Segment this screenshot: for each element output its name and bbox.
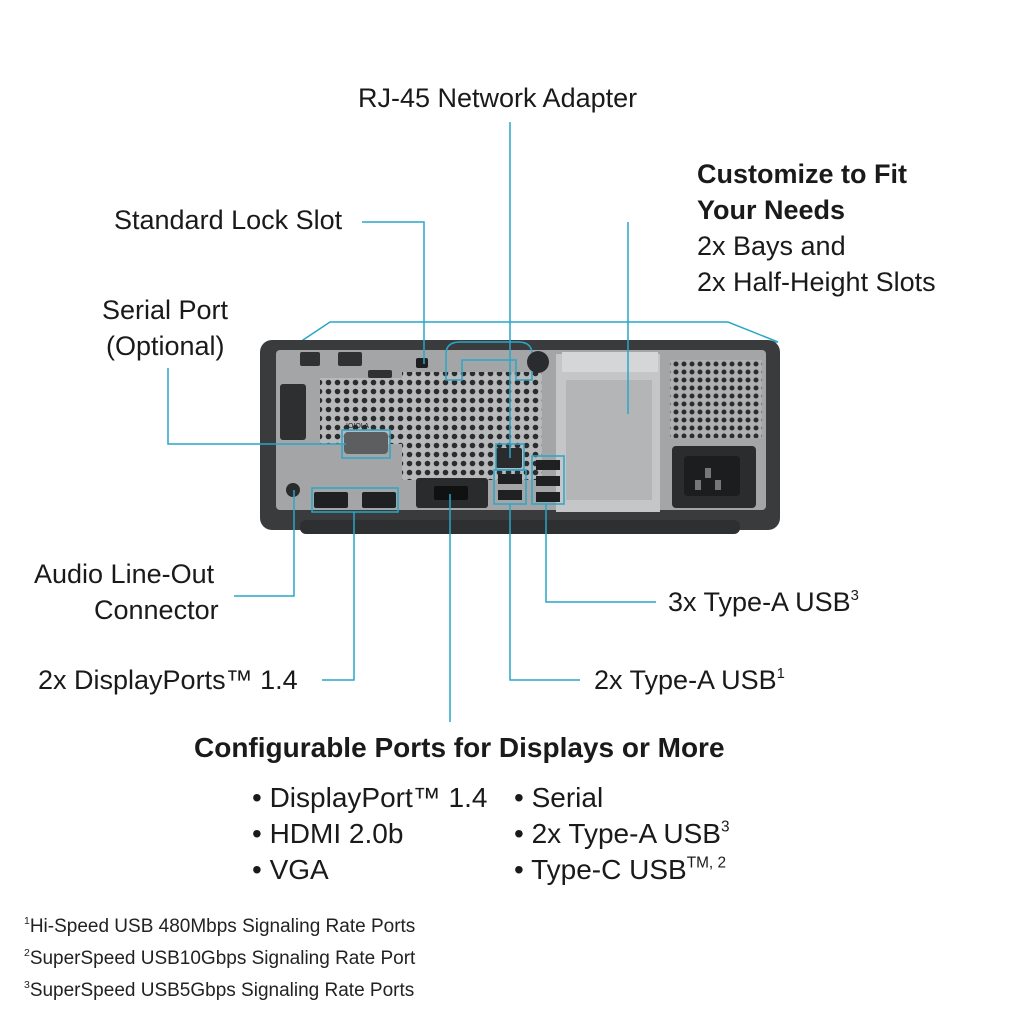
usb3-label-sup: 3 bbox=[850, 587, 859, 604]
serial-port-optional-label: (Optional) bbox=[106, 331, 225, 361]
footnote-text: SuperSpeed USB10Gbps Signaling Rate Port bbox=[29, 948, 416, 969]
configurable-right-item-sup: 3 bbox=[720, 818, 730, 836]
rj45-jack bbox=[496, 448, 522, 468]
configurable-left-item: • HDMI 2.0b bbox=[252, 818, 404, 849]
usb1-label: 2x Type-A USB1 bbox=[594, 662, 785, 698]
configurable-left-item: • DisplayPort™ 1.4 bbox=[252, 782, 488, 813]
usb3-label-text: 3x Type-A USB bbox=[668, 587, 851, 617]
displayport-1 bbox=[314, 492, 348, 508]
rear-panel bbox=[276, 350, 766, 510]
configurable-right-item: • Serial bbox=[514, 782, 604, 813]
footnote: 2SuperSpeed USB10Gbps Signaling Rate Por… bbox=[24, 946, 415, 972]
configurable-right-item: • 2x Type-A USB3 bbox=[514, 816, 730, 852]
audio-label-line1: Audio Line-Out bbox=[34, 559, 215, 589]
footnote-mark: 2 bbox=[24, 948, 30, 960]
displayports-label: 2x DisplayPorts™ 1.4 bbox=[38, 665, 298, 695]
hdmi-port bbox=[434, 486, 468, 500]
chassis-body bbox=[260, 340, 780, 530]
footnote-text: Hi-Speed USB 480Mbps Signaling Rate Port… bbox=[29, 916, 416, 937]
serial-port bbox=[344, 432, 388, 454]
footnote-mark: 1 bbox=[24, 916, 30, 928]
configurable-right-item-text: • Type-C USB bbox=[514, 854, 687, 885]
footnote: 1Hi-Speed USB 480Mbps Signaling Rate Por… bbox=[24, 914, 415, 940]
configurable-right-item-text: • 2x Type-A USB bbox=[514, 818, 721, 849]
customize-title-line1: Customize to Fit bbox=[697, 159, 907, 189]
configurable-right-item-sup: TM, 2 bbox=[686, 854, 727, 872]
customize-subtitle-line1: 2x Bays and bbox=[697, 231, 846, 261]
audio-jack bbox=[286, 483, 300, 497]
configurable-title: Configurable Ports for Displays or More bbox=[194, 732, 725, 763]
usb3-label: 3x Type-A USB3 bbox=[668, 584, 859, 620]
configurable-right-item: • Type-C USBTM, 2 bbox=[514, 852, 730, 888]
handle bbox=[445, 341, 533, 381]
serial-port-mark: IOIOI A bbox=[346, 423, 369, 430]
customize-subtitle-line2: 2x Half-Height Slots bbox=[697, 267, 936, 297]
lock-slot bbox=[416, 358, 428, 368]
customize-title-line2: Your Needs bbox=[697, 195, 846, 225]
audio-label-line2: Connector bbox=[94, 595, 219, 625]
footnote-mark: 3 bbox=[24, 980, 30, 992]
usb1-label-sup: 1 bbox=[776, 665, 785, 682]
displayport-2 bbox=[362, 492, 396, 508]
configurable-right-list: • Serial • 2x Type-A USB3 • Type-C USBTM… bbox=[514, 780, 730, 888]
configurable-left-item: • VGA bbox=[252, 854, 329, 885]
usb1-label-text: 2x Type-A USB bbox=[594, 665, 777, 695]
footnote-text: SuperSpeed USB5Gbps Signaling Rate Ports bbox=[29, 980, 415, 1001]
lock-slot-label: Standard Lock Slot bbox=[114, 205, 343, 235]
configurable-left-list: • DisplayPort™ 1.4 • HDMI 2.0b • VGA bbox=[252, 780, 487, 888]
rj45-label: RJ-45 Network Adapter bbox=[358, 83, 638, 113]
power-socket bbox=[684, 456, 740, 496]
footnote: 3SuperSpeed USB5Gbps Signaling Rate Port… bbox=[24, 978, 414, 1004]
serial-port-label: Serial Port bbox=[102, 295, 229, 325]
chassis-top bbox=[297, 321, 779, 343]
